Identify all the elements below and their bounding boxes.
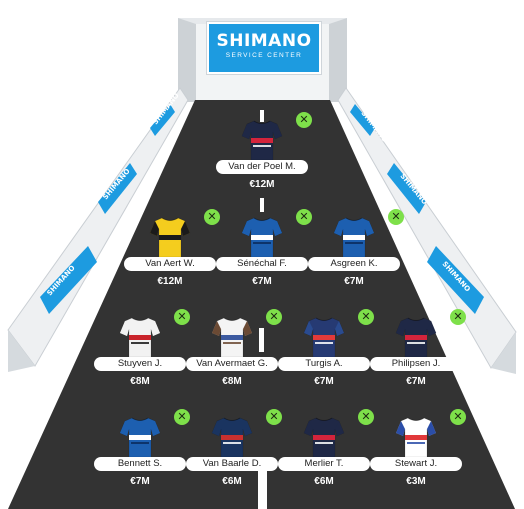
rider-name: Philipsen J.: [370, 357, 462, 371]
remove-rider-button[interactable]: ✕: [174, 409, 190, 425]
rider-price: €8M: [130, 376, 150, 387]
remove-rider-button[interactable]: ✕: [358, 309, 374, 325]
rider-card[interactable]: ✕ Stuyven J. €8M: [90, 309, 190, 407]
rider-price: €7M: [406, 376, 426, 387]
remove-rider-button[interactable]: ✕: [204, 209, 220, 225]
rider-name: Asgreen K.: [308, 257, 400, 271]
remove-rider-button[interactable]: ✕: [388, 209, 404, 225]
rider-card[interactable]: ✕ Van Aert W. €12M: [120, 209, 220, 307]
rider-name: Stuyven J.: [94, 357, 186, 371]
rider-card[interactable]: ✕ Van Avermaet G. €8M: [182, 309, 282, 407]
remove-rider-button[interactable]: ✕: [296, 209, 312, 225]
rider-name: Van der Poel M.: [216, 160, 308, 174]
remove-rider-button[interactable]: ✕: [266, 409, 282, 425]
rider-card[interactable]: ✕ Van Baarle D. €6M: [182, 409, 282, 507]
rider-card[interactable]: ✕ Stewart J. €3M: [366, 409, 466, 507]
rider-name: Turgis A.: [278, 357, 370, 371]
rider-price: €3M: [406, 476, 426, 487]
rider-card[interactable]: ✕ Philipsen J. €7M: [366, 309, 466, 407]
rider-price: €12M: [157, 276, 183, 287]
rider-price: €7M: [252, 276, 272, 287]
rider-name: Stewart J.: [370, 457, 462, 471]
rider-price: €12M: [249, 179, 275, 190]
rider-name: Van Baarle D.: [186, 457, 278, 471]
remove-rider-button[interactable]: ✕: [450, 409, 466, 425]
rider-price: €6M: [222, 476, 242, 487]
rider-card[interactable]: ✕ Turgis A. €7M: [274, 309, 374, 407]
banner-subtitle: SERVICE CENTER: [225, 52, 303, 59]
remove-rider-button[interactable]: ✕: [266, 309, 282, 325]
rider-card[interactable]: ✕ Merlier T. €6M: [274, 409, 374, 507]
remove-rider-button[interactable]: ✕: [450, 309, 466, 325]
rider-name: Merlier T.: [278, 457, 370, 471]
rider-card[interactable]: ✕ Asgreen K. €7M: [304, 209, 404, 307]
rider-price: €7M: [130, 476, 150, 487]
rider-card[interactable]: ✕ Bennett S. €7M: [90, 409, 190, 507]
rider-price: €8M: [222, 376, 242, 387]
rider-name: Sénéchal F.: [216, 257, 308, 271]
rider-price: €6M: [314, 476, 334, 487]
shimano-banner: SHIMANO SERVICE CENTER: [207, 22, 321, 74]
rider-price: €7M: [344, 276, 364, 287]
rider-card[interactable]: ✕ Van der Poel M. €12M: [212, 112, 312, 210]
rider-name: Van Aert W.: [124, 257, 216, 271]
rider-card[interactable]: ✕ Sénéchal F. €7M: [212, 209, 312, 307]
remove-rider-button[interactable]: ✕: [296, 112, 312, 128]
rider-name: Van Avermaet G.: [186, 357, 278, 371]
rider-price: €7M: [314, 376, 334, 387]
remove-rider-button[interactable]: ✕: [174, 309, 190, 325]
remove-rider-button[interactable]: ✕: [358, 409, 374, 425]
rider-name: Bennett S.: [94, 457, 186, 471]
banner-brand: SHIMANO: [216, 31, 312, 51]
